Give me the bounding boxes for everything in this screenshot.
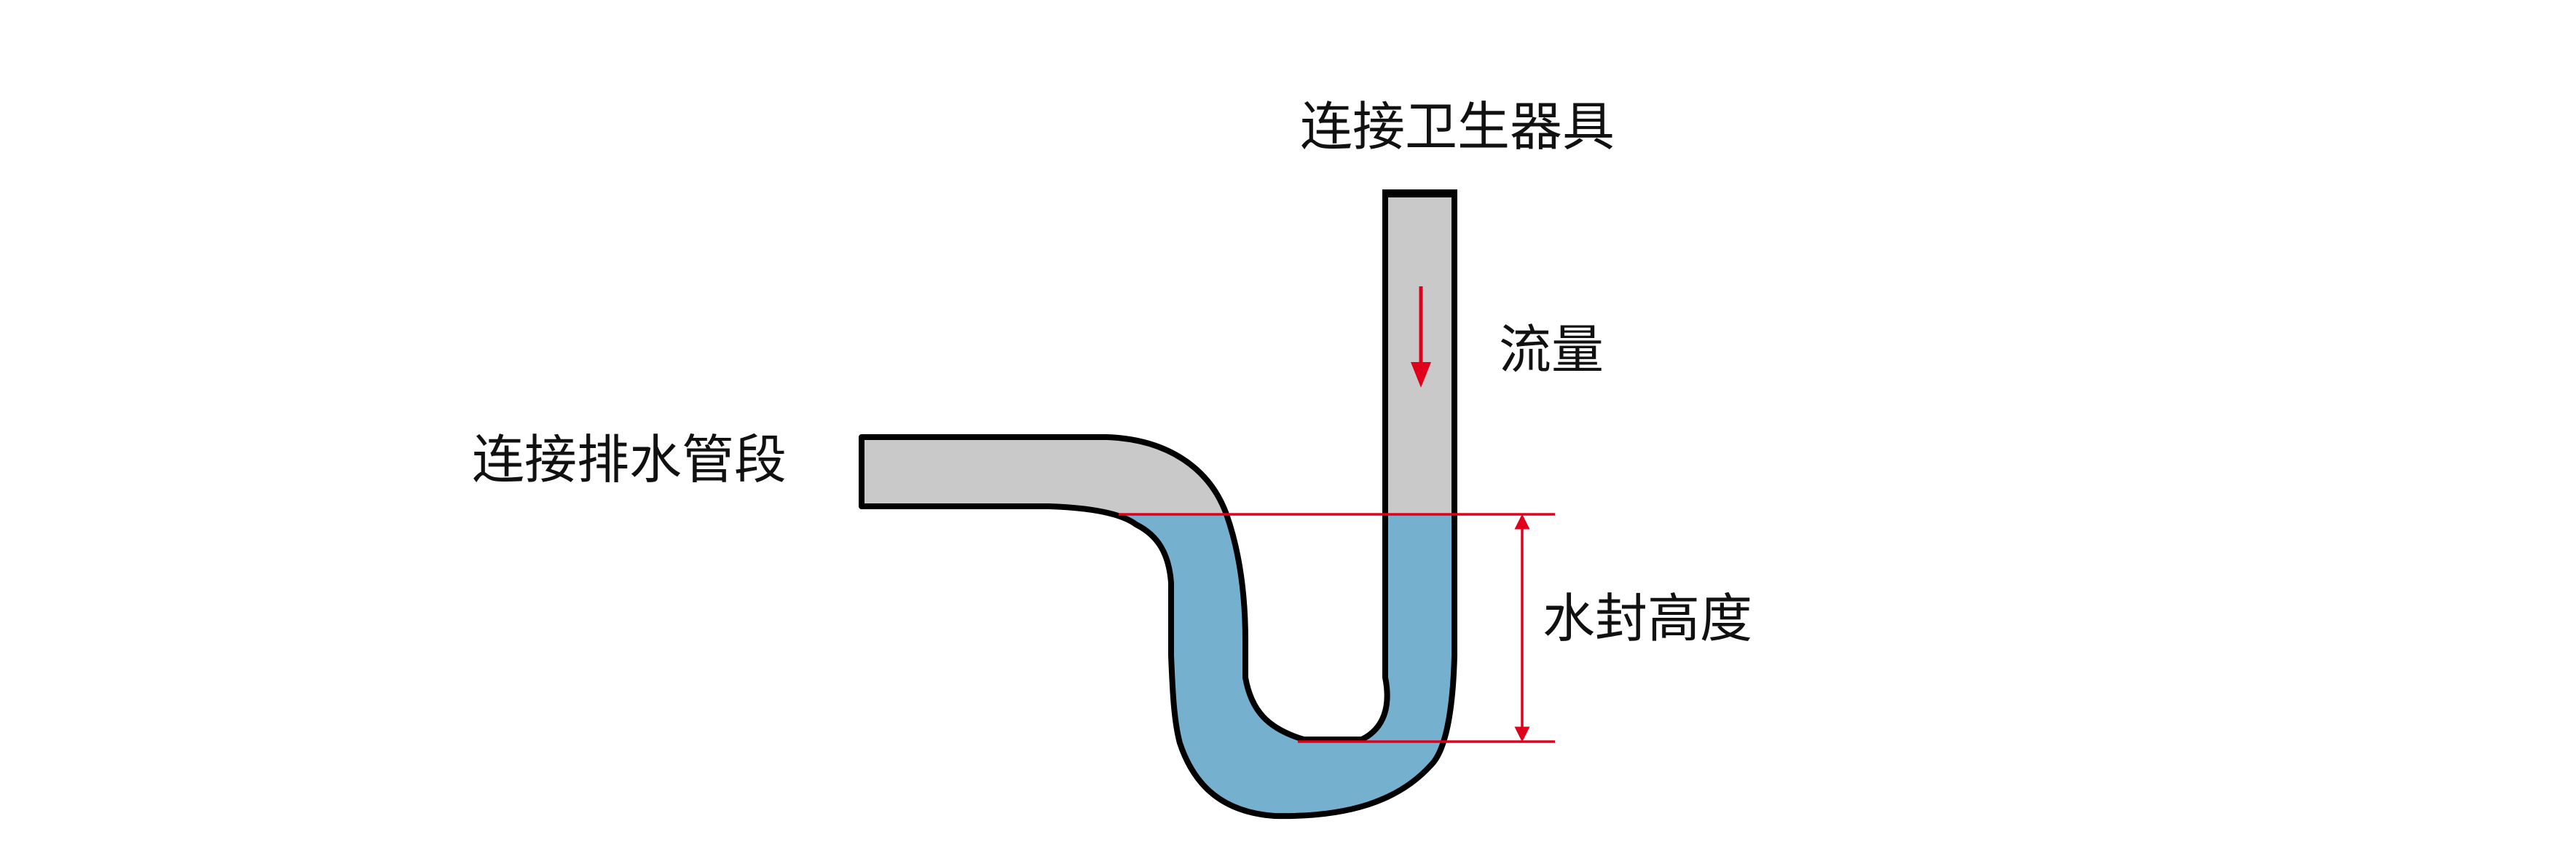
- drain-pipe-air: [862, 437, 1226, 514]
- fixture-connection-label: 连接卫生器具: [1300, 96, 1615, 157]
- flow-label: 流量: [1499, 319, 1604, 380]
- seal-height-label: 水封高度: [1543, 588, 1753, 649]
- drain-connection-label: 连接排水管段: [472, 429, 787, 490]
- trap-outer-outline: [859, 192, 1457, 820]
- flow-arrow-head: [1411, 362, 1431, 388]
